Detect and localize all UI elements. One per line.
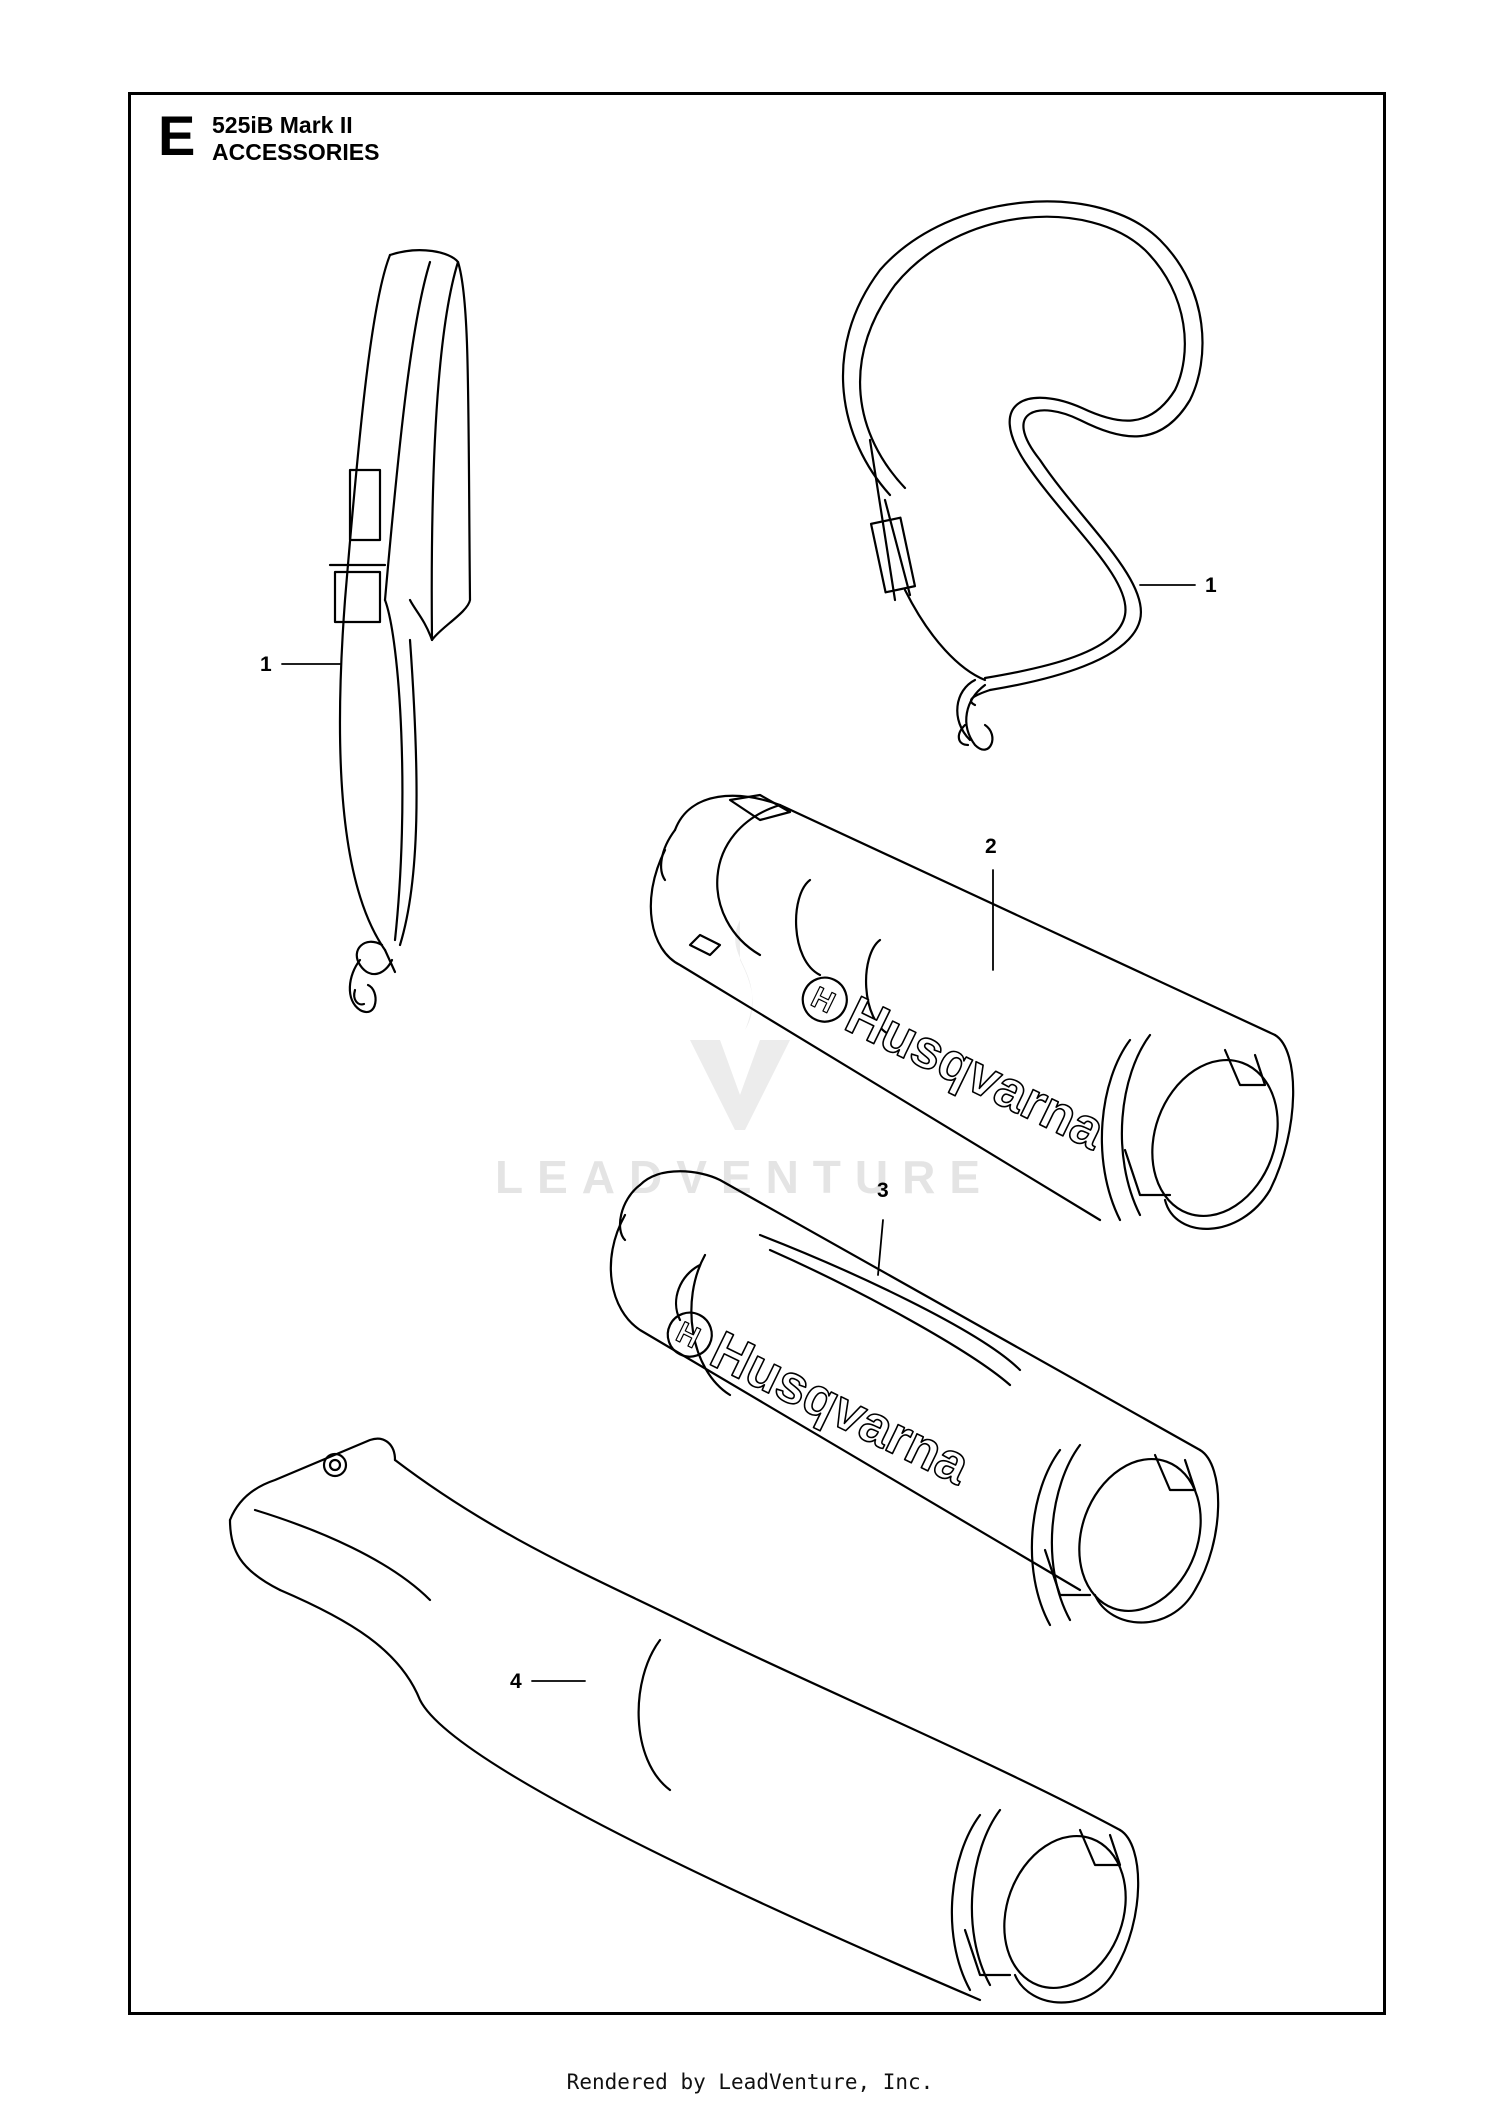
blower-nozzle: [228, 1437, 1140, 2004]
section-subtitle: ACCESSORIES: [212, 139, 380, 165]
husqvarna-logo-middle: H Husqvarna: [666, 1311, 981, 1497]
blower-tube-upper: [649, 793, 1295, 1230]
callout-1-left: 1: [260, 653, 272, 676]
callout-leaders: [281, 584, 1196, 1682]
watermark-text: LEADVENTURE: [495, 1151, 995, 1203]
watermark-logo: [690, 920, 790, 1130]
model-title: 525iB Mark II: [212, 112, 353, 138]
footer-credit: Rendered by LeadVenture, Inc.: [566, 2070, 934, 2094]
leader-line-3: [877, 1219, 884, 1276]
harness-strap-right: [841, 200, 1204, 751]
title-block: 525iB Mark II ACCESSORIES: [212, 112, 379, 166]
harness-strap-left: [328, 249, 472, 1014]
diagram-frame: [128, 92, 1386, 2015]
logo-text-upper: Husqvarna: [837, 985, 1115, 1162]
callout-4: 4: [510, 1670, 522, 1693]
logo-mark-middle: H: [671, 1316, 705, 1355]
callout-1-right: 1: [1205, 574, 1217, 597]
logo-mark-upper: H: [806, 981, 840, 1020]
section-letter: E: [158, 104, 196, 167]
callout-3: 3: [877, 1179, 889, 1202]
callout-2: 2: [985, 835, 997, 858]
blower-tube-middle: [609, 1170, 1220, 1627]
logo-text-middle: Husqvarna: [702, 1320, 980, 1497]
